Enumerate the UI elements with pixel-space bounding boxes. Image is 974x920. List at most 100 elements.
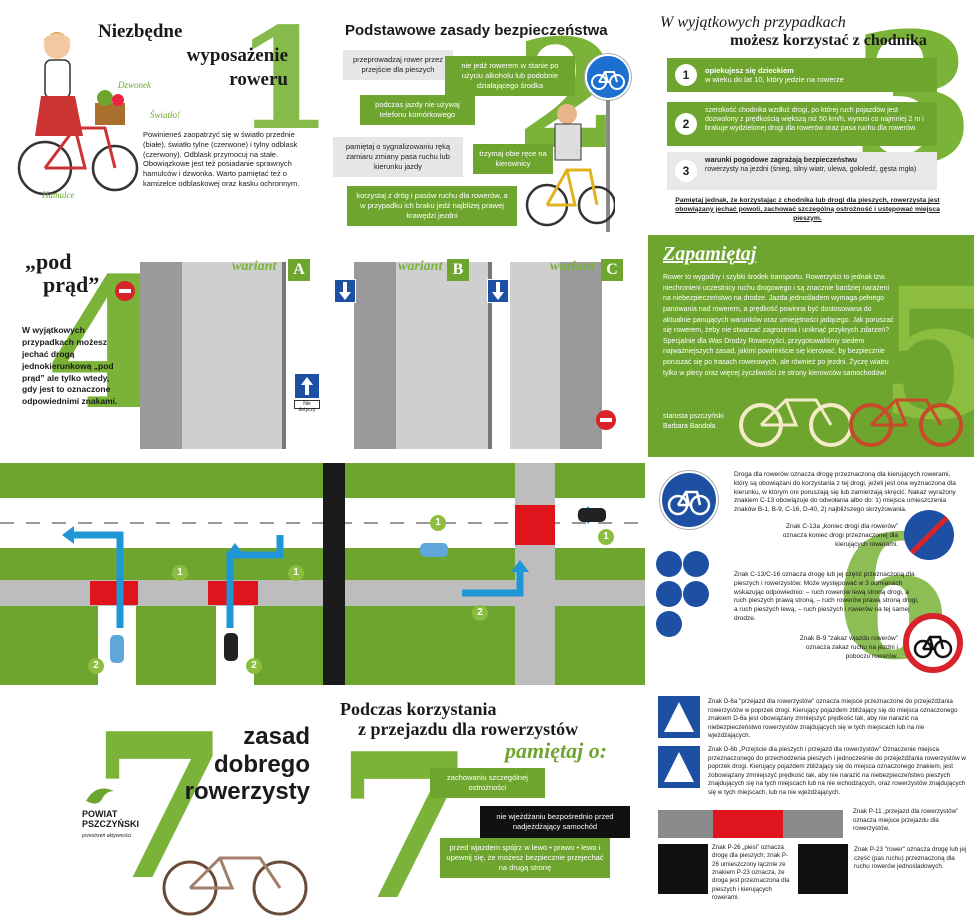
sign-post [606,100,610,232]
divider [323,463,345,685]
panel-title: Podstawowe zasady bezpieczeństwa [345,22,608,39]
one-way-sign [334,279,356,303]
c13-sign [660,471,718,529]
tip-item: nie wjeżdżaniu bezpośrednio przed nadjeż… [480,806,630,839]
panel-contraflow: 4 „pod prąd” W wyjątkowych przypadkach m… [0,235,645,457]
c13a-text: Znak C-13a „koniec drogi dla rowerów” oz… [782,523,898,548]
rule-row: 3 warunki pogodowe zagrażają bezpieczeńs… [667,152,937,190]
remember-text: Rower to wygodny i szybki środek transpo… [663,274,894,377]
step-marker: 1 [430,515,446,531]
car [578,508,606,522]
step-marker: 1 [598,529,614,545]
no-entry-sign [115,281,135,301]
rule-row: 2 szerokość chodnika wzdłuż drogi, po kt… [667,102,937,146]
d6a-sign [658,696,700,738]
variant-label: wariant [232,259,277,274]
road-center-line [0,522,645,524]
signature-name: Barbara Bandoła [663,423,716,430]
step-marker: 1 [288,565,304,581]
crossing-red [90,581,138,605]
crossing-red [515,505,555,545]
d6a-text: Znak D-6a "przejazd dla rowerzystów" ozn… [708,698,958,739]
tip-item: zachowaniu szczególnej ostrożności [430,768,545,799]
bicycles-illustration [739,398,963,447]
p11-text: Znak P-11 „przejazd dla rowerzystów” ozn… [853,808,959,832]
brand-tagline: przestrzeń aktywności [82,833,132,839]
panel-safety-rules: 2 Podstawowe zasady bezpieczeństwa przep… [325,0,645,232]
panel-number: 1 [235,0,325,162]
rule-item: korzystaj z dróg i pasów ruchu dla rower… [347,186,517,227]
contraflow-text: W wyjątkowych przypadkach możesz jechać … [22,325,118,407]
step-marker: 2 [472,605,488,621]
car [224,633,238,661]
car [420,543,448,557]
one-way-sign [294,373,320,399]
c13-text: Droga dla rowerów oznacza drogę przeznac… [734,471,956,514]
step-marker: 1 [172,565,188,581]
panel-road-signs: 6 Droga dla rowerów oznacza drogę przezn… [648,463,974,685]
p23-marking [798,844,848,894]
rule-number: 2 [675,113,697,135]
bicycle-path-sign [585,54,631,100]
p23-text: Znak P-23 "rower" oznacza drogę lub jej … [854,846,967,870]
panel-subtitle: pamiętaj o: [505,738,608,763]
label-bell: Dzwonek [118,80,151,90]
road [510,262,560,449]
tip-item: przed wjazdem spójrz w lewo • prawo • le… [440,838,610,879]
c13a-sign [904,510,954,560]
car [110,635,124,663]
d6b-text: Znak D-6b „Przejście dla pieszych i prze… [708,746,966,796]
one-way-sign [487,279,509,303]
p26-text: Znak P-26 „piesi” oznacza drogę dla pies… [712,844,790,902]
panel-title: W wyjątkowych przypadkach możesz korzyst… [660,14,927,49]
panel-title: Niezbędne wyposażenie roweru [98,21,288,90]
road-edge [488,262,492,449]
p11-marking [658,810,843,838]
road-lane [354,262,396,449]
c16-text: Znak C-13/C-16 oznacza drogę lub jej czę… [734,571,919,622]
rule-item: pamiętaj o sygnalizowaniu ręką zamiaru z… [333,137,463,178]
rule-item: nie jedź rowerem w stanie po użyciu alko… [445,56,575,97]
b9-sign [903,613,963,673]
panel-sidewalk: 3 W wyjątkowych przypadkach możesz korzy… [645,0,974,232]
panel-intersection: 1 1 2 2 1 2 1 [0,463,645,685]
cyclist-girl-illustration [17,32,139,196]
panel-number: 7 [335,710,475,920]
road [182,262,282,449]
label-brakes: Hamulce [42,190,75,200]
road-lane [140,262,182,449]
p26-marking [658,844,708,894]
rule-item: podczas jazdy nie używaj telefonu komórk… [360,95,475,126]
signature-role: starosta pszczyński [663,413,724,420]
panel-number: 7 [90,690,230,920]
variant-letter: B [447,259,469,281]
rule-item: przeprowadzaj rower przez przejście dla … [343,50,453,81]
c13-c16-signs [656,551,711,641]
panel-title: „pod prąd” [25,249,100,298]
equipment-text: Powinieneś zaopatrzyć się w światło prze… [143,130,300,188]
label-lights: Światło! [150,110,181,120]
variant-label: wariant [550,259,595,274]
variant-letter: A [288,259,310,281]
d6b-sign [658,746,700,788]
panel-crossing-tips: 7 Podczas korzystania z przejazdu dla ro… [325,688,645,920]
panel-title: Zapamiętaj [663,243,757,265]
road-lane [560,262,602,449]
brand-name: POWIAT PSZCZYŃSKI [82,809,140,829]
b9-text: Znak B-9 "zakaz wjazdu rowerów" oznacza … [799,635,898,660]
panel-crossing-signs: Znak D-6a "przejazd dla rowerzystów" ozn… [648,688,974,920]
panel-title: Podczas korzystania z przejazdu dla rowe… [340,699,579,739]
direction-arrows [62,506,600,628]
road-edge [282,262,286,449]
sidewalk-note: Pamiętaj jednak, że korzystając z chodni… [675,197,940,222]
no-entry-sign [596,410,616,430]
step-marker: 2 [88,658,104,674]
cyclist-phone-illustration [525,104,615,227]
exception-plate: Nie dotyczy [294,400,320,413]
step-marker: 2 [246,658,262,674]
panel-remember: 5 Zapamiętaj Rower to wygodny i szybki ś… [648,235,974,457]
panel-title: zasad dobrego rowerzysty [184,723,310,806]
rule-number: 3 [675,160,697,182]
